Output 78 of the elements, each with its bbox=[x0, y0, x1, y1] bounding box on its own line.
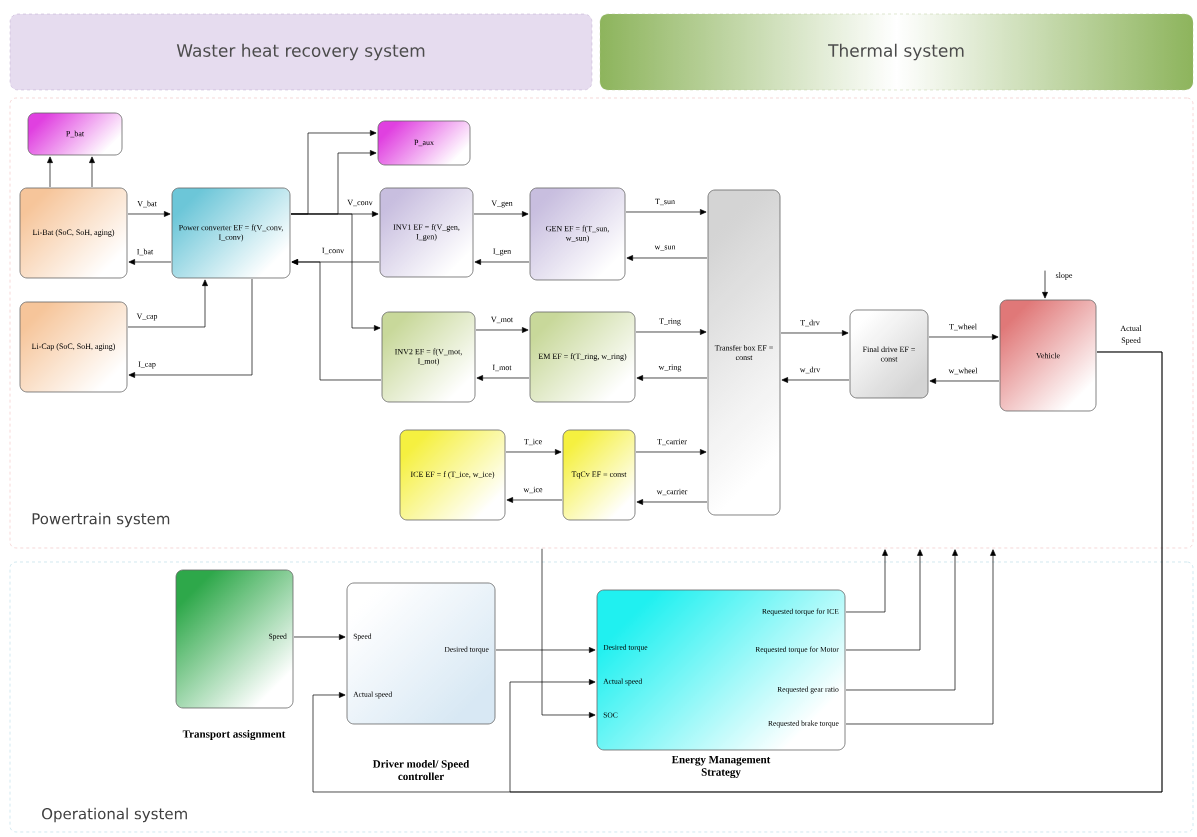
arrow bbox=[290, 213, 381, 331]
edge-label: w_drv bbox=[799, 365, 822, 375]
edge-label: I_cap bbox=[137, 360, 157, 370]
arrow bbox=[127, 211, 171, 217]
block-box: Vehicle bbox=[999, 299, 1097, 412]
block-box: ICE EF = f (T_ice, w_ice) bbox=[399, 429, 506, 521]
block-box: INV1 EF = f(V_gen, I_gen) bbox=[379, 187, 474, 278]
arrow bbox=[509, 351, 1163, 793]
arrow bbox=[845, 549, 923, 651]
edge-label: V_conv bbox=[346, 199, 374, 207]
edge-label: w_ring bbox=[657, 363, 683, 373]
arrow bbox=[127, 279, 208, 328]
edge-label: w_ice bbox=[522, 486, 544, 494]
block-title: Transport assignment bbox=[182, 730, 286, 741]
arrow bbox=[625, 209, 707, 215]
arrow bbox=[541, 548, 596, 718]
arrow bbox=[636, 375, 708, 381]
edge-label: I_gen bbox=[492, 247, 512, 257]
edge-label: V_mot bbox=[490, 316, 514, 324]
block-box: Final drive EF = const bbox=[849, 309, 929, 399]
arrow bbox=[476, 375, 530, 381]
arrow bbox=[928, 334, 999, 340]
block-box: TqCv EF = const bbox=[562, 429, 636, 521]
edge-label: I_mot bbox=[491, 364, 513, 372]
edge-label: T_carrier bbox=[656, 438, 688, 446]
arrow bbox=[475, 327, 529, 333]
arrow bbox=[473, 211, 529, 217]
arrow bbox=[474, 259, 530, 265]
region-title: Operational system bbox=[42, 807, 187, 823]
edge-label: T_drv bbox=[799, 318, 821, 328]
arrow bbox=[293, 634, 346, 640]
arrow bbox=[47, 156, 53, 188]
block-box: Transfer box EF = const bbox=[707, 189, 781, 516]
arrow bbox=[1042, 270, 1048, 299]
edge-label: T_ring bbox=[658, 317, 682, 327]
block-box: INV2 EF = f(V_mot, I_mot) bbox=[381, 311, 476, 403]
arrow bbox=[845, 549, 958, 691]
block-box: Li-Cap (SoC, SoH, aging) bbox=[19, 301, 128, 393]
edge-label: I_bat bbox=[136, 247, 155, 257]
edge-label: I_conv bbox=[321, 247, 345, 255]
arrow bbox=[128, 259, 172, 265]
arrow bbox=[495, 647, 596, 653]
edge-label: T_wheel bbox=[948, 322, 978, 332]
arrow bbox=[635, 449, 707, 455]
region-title: Powertrain system bbox=[32, 512, 170, 528]
arrow bbox=[845, 549, 888, 613]
arrow bbox=[128, 278, 253, 378]
block-title: Driver model/ Speed controller bbox=[372, 759, 470, 781]
block-box: GEN EF = f(T_sun, w_sun) bbox=[529, 187, 626, 281]
arrow bbox=[845, 549, 996, 725]
edge-label: T_ice bbox=[523, 438, 543, 446]
arrow bbox=[505, 449, 562, 455]
arrow bbox=[780, 330, 849, 336]
edge-label: V_bat bbox=[136, 199, 158, 209]
edge-label: w_carrier bbox=[655, 488, 689, 496]
arrow bbox=[291, 259, 382, 381]
arrow bbox=[635, 329, 707, 335]
block-box: Power converter EF = f(V_conv, I_conv) bbox=[171, 187, 291, 279]
edge-label: V_gen bbox=[490, 199, 514, 209]
arrow bbox=[506, 497, 563, 503]
arrow bbox=[929, 378, 1000, 384]
edge-label: T_sun bbox=[654, 198, 676, 206]
block-title: Energy Management Strategy bbox=[671, 755, 771, 779]
arrow bbox=[636, 499, 708, 505]
edge-label: Actual Speed bbox=[1113, 324, 1149, 346]
edge-label: w_sun bbox=[653, 244, 677, 252]
arrow bbox=[626, 255, 708, 261]
system-band: Waster heat recovery system bbox=[9, 13, 593, 91]
block-box: P_aux bbox=[377, 120, 471, 166]
edge-label: V_cap bbox=[135, 312, 159, 322]
arrow bbox=[781, 377, 850, 383]
arrow bbox=[89, 156, 95, 188]
edge-label: slope bbox=[1054, 271, 1074, 281]
edge-label: w_wheel bbox=[947, 366, 979, 376]
block-box: P_bat bbox=[27, 112, 123, 156]
block-box: Li-Bat (SoC, SoH, aging) bbox=[19, 187, 128, 279]
block-box: EM EF = f(T_ring, w_ring) bbox=[529, 311, 636, 403]
system-band: Thermal system bbox=[599, 13, 1194, 91]
